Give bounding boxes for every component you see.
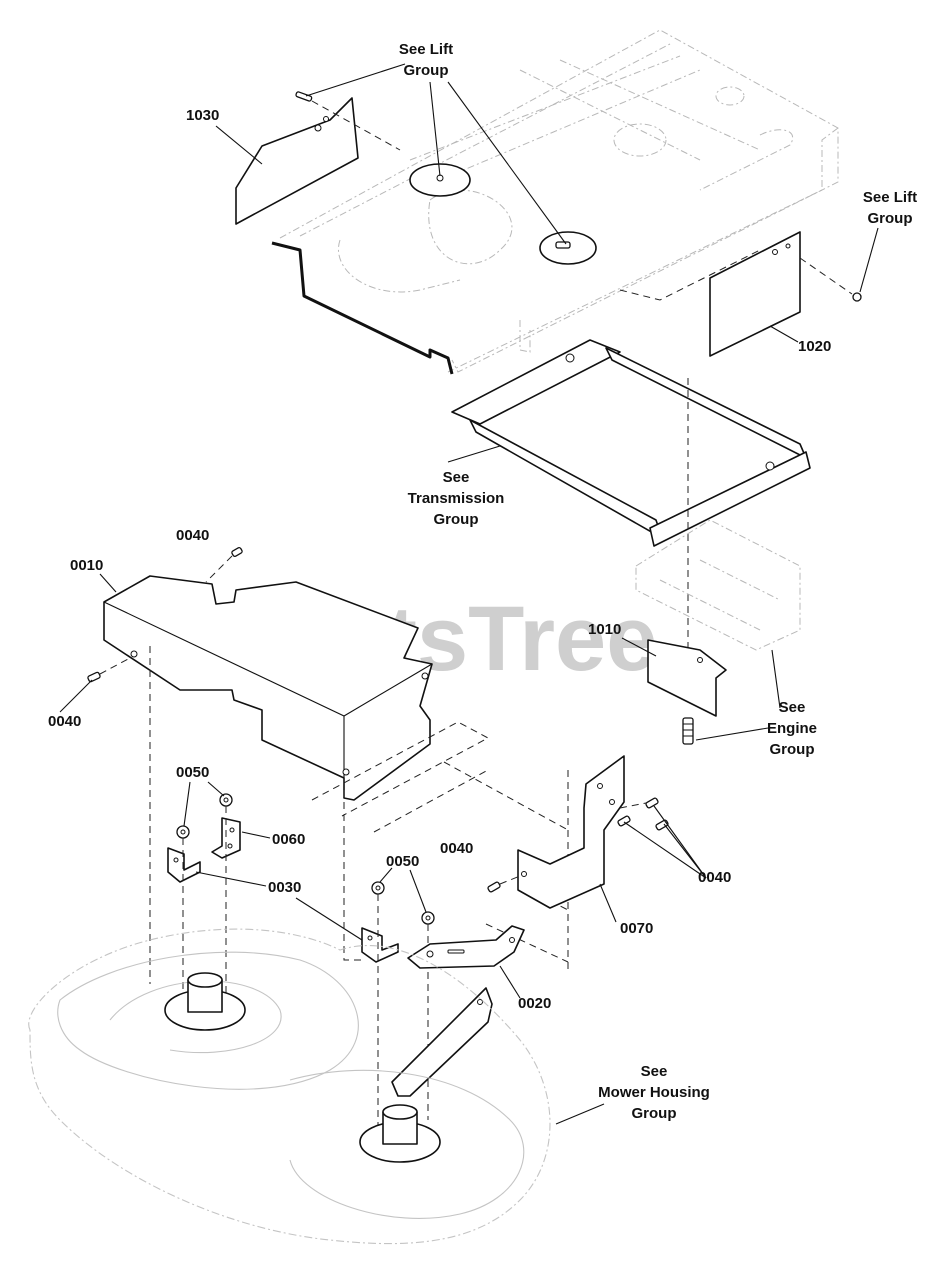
part-0070-bracket [517, 755, 625, 909]
dash-verticals [182, 806, 429, 1130]
callout-0070: 0070 [620, 920, 653, 937]
callout-0040-top: 0040 [176, 527, 209, 544]
nuts-0050 [176, 793, 435, 925]
mower-arm-bracket [391, 987, 493, 1097]
screw-1030 [295, 91, 313, 102]
part-0020-bracket [407, 925, 525, 969]
callout-0040-left: 0040 [48, 713, 81, 730]
chassis-frame [279, 29, 839, 373]
screw-0040-left [87, 657, 131, 683]
engine-bracket [635, 519, 801, 651]
part-1020-panel [709, 231, 801, 357]
lift-cam-right [539, 231, 597, 265]
callout-0030: 0030 [268, 879, 301, 896]
transmission-frame [451, 339, 811, 547]
part-0010-shield [103, 575, 433, 801]
lift-cam-left [409, 163, 471, 197]
screws-0040-right [487, 797, 669, 893]
ref-mower-housing-line2: Mower Housing [598, 1084, 710, 1101]
ref-engine-line1: See [779, 699, 806, 716]
ref-lift-group-right-line1: See Lift [863, 189, 917, 206]
part-1010-bracket [647, 639, 727, 717]
ref-lift-group-top-line1: See Lift [399, 41, 453, 58]
callout-1010: 1010 [588, 621, 621, 638]
leader-1020-screw [799, 257, 853, 295]
callout-0040-middle: 0040 [440, 840, 473, 857]
ref-engine-line3: Group [770, 741, 815, 758]
callout-0010: 0010 [70, 557, 103, 574]
mower-housing [28, 928, 551, 1245]
frame-side-edge [271, 241, 454, 375]
ref-transmission-line1: See [443, 469, 470, 486]
ref-engine-line2: Engine [767, 720, 817, 737]
part-1030-panel [235, 97, 359, 225]
callout-0060: 0060 [272, 831, 305, 848]
callout-0040-right: 0040 [698, 869, 731, 886]
ref-mower-housing-line1: See [641, 1063, 668, 1080]
label-leaders [59, 63, 879, 1125]
part-0030-bracket-left [167, 847, 201, 883]
part-0030-bracket-right [361, 927, 399, 963]
ref-mower-housing-line3: Group [632, 1105, 677, 1122]
screw-0040-top [205, 546, 243, 583]
callout-1020: 1020 [798, 338, 831, 355]
callout-1030: 1030 [186, 107, 219, 124]
callout-labels: See Lift Group 1030 See Lift Group 1020 … [48, 41, 917, 1122]
ref-transmission-line3: Group [434, 511, 479, 528]
callout-0050-right: 0050 [386, 853, 419, 870]
bolt-1010 [682, 717, 694, 745]
ref-lift-group-right-line2: Group [868, 210, 913, 227]
callout-0020: 0020 [518, 995, 551, 1012]
leader-1030-screw [311, 100, 401, 151]
callout-0050-left: 0050 [176, 764, 209, 781]
part-0060-bracket [211, 817, 241, 859]
ref-transmission-line2: Transmission [408, 490, 505, 507]
leader-1020-top [619, 249, 761, 301]
screw-1020 [852, 292, 862, 302]
ref-lift-group-top-line2: Group [404, 62, 449, 79]
